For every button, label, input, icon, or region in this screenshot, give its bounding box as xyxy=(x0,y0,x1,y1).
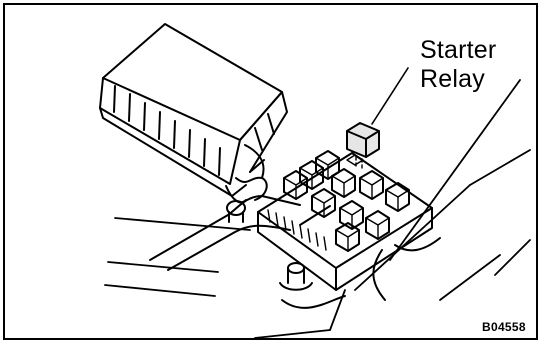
callout-line-2: Relay xyxy=(420,65,496,94)
fuse-box-cover xyxy=(100,24,287,202)
callout-label-starter-relay: Starter Relay xyxy=(420,36,496,94)
relay-block xyxy=(258,151,440,300)
engine-bay-lines xyxy=(105,80,530,338)
callout-leader xyxy=(372,68,408,124)
figure-id: B04558 xyxy=(482,320,526,334)
callout-line-1: Starter xyxy=(420,36,496,65)
wrench-lever xyxy=(150,196,300,270)
